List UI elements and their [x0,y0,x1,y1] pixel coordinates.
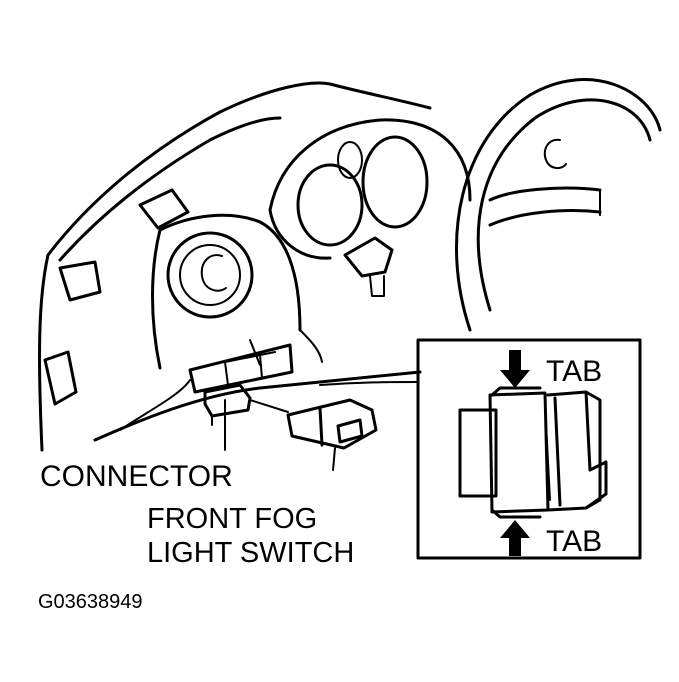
fog-switch-part [249,398,378,471]
connector-label: CONNECTOR [40,460,233,493]
switch-inset-detail [416,338,642,560]
fog-switch-label-line1: FRONT FOG [147,503,317,535]
inset-frame [416,338,642,560]
fog-switch-label-line2: LIGHT SWITCH [147,537,354,569]
steering-wheel [455,78,662,332]
tab-top-arrow [500,350,530,388]
tab-top-label: TAB [546,355,602,388]
connector-part [203,383,252,451]
inset-leader-line [319,381,419,386]
dashboard-drawing [38,81,472,452]
tab-bottom-label: TAB [546,525,602,558]
figure-code: G03638949 [38,591,143,613]
tab-bottom-arrow [500,520,530,556]
